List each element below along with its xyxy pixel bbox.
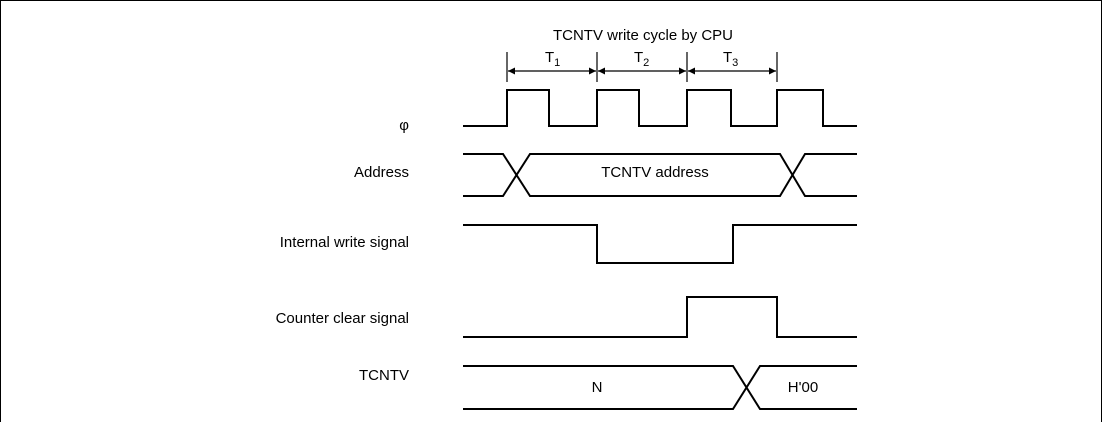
- tcntv-value-after: H'00: [788, 379, 818, 396]
- signal-address-label: Address: [354, 164, 409, 181]
- phi-clock-waveform: [463, 89, 857, 127]
- tcntv-value-before: N: [592, 379, 603, 396]
- tcntv-waveform: [463, 365, 857, 410]
- address-bus-waveform: [463, 153, 857, 197]
- counter-clear-waveform: [463, 296, 857, 338]
- signal-counter-clear-label: Counter clear signal: [276, 310, 409, 327]
- signal-tcntv-label: TCNTV: [359, 367, 409, 384]
- signal-phi-label: φ: [399, 117, 409, 134]
- cycle-t1-label: T1: [545, 49, 560, 69]
- cycle-t3-label: T3: [723, 49, 738, 69]
- diagram-title: TCNTV write cycle by CPU: [553, 27, 733, 44]
- cycle-boundaries: [506, 52, 778, 82]
- internal-write-waveform: [463, 224, 857, 264]
- address-bus-value: TCNTV address: [601, 164, 709, 181]
- signal-internal-write-label: Internal write signal: [280, 234, 409, 251]
- cycle-t2-label: T2: [634, 49, 649, 69]
